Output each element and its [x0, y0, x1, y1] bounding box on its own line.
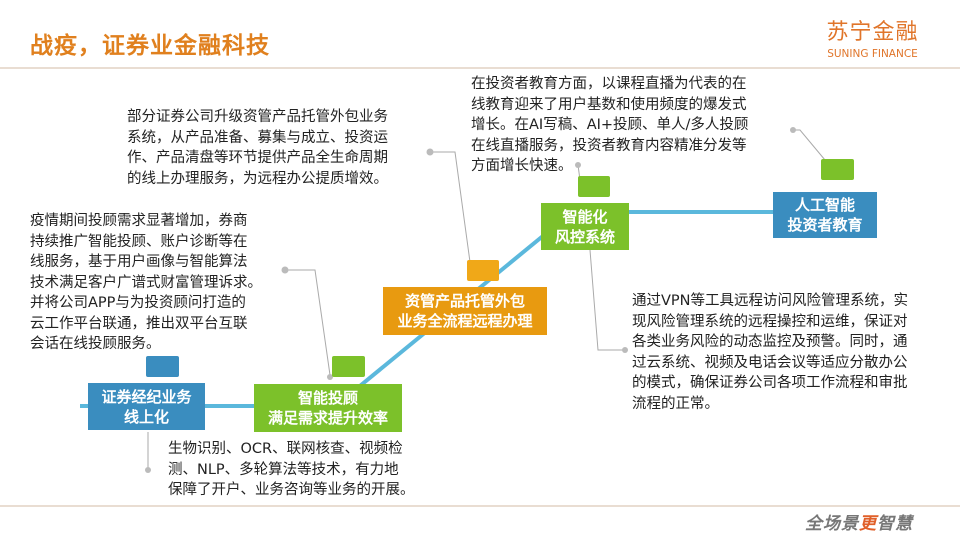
- text-line: 保障了开户、业务咨询等业务的开展。: [168, 482, 415, 498]
- node-label: 智能化: [562, 207, 608, 226]
- header-divider: [0, 67, 960, 69]
- text-line: 系统，从产品准备、募集与成立、投资运: [127, 129, 388, 146]
- text-right: 通过VPN等工具远程访问风险管理系统，实现风险管理系统的远程操控和运维，保证对各…: [632, 291, 908, 414]
- footer-slogan: 全场景更智慧: [805, 514, 913, 534]
- suning-finance-logo: 苏宁金融 SUNING FINANCE: [815, 14, 930, 60]
- text-line: 在投资者教育方面，以课程直播为代表的在: [471, 76, 747, 92]
- text-line: 云工作平台联通，推出双平台互联: [30, 315, 248, 332]
- logo-en: SUNING FINANCE: [827, 48, 918, 60]
- text-line: 各类业务风险的动态监控及预警。同时，通: [632, 334, 908, 350]
- text-line: 疫情期间投顾需求显著增加，券商: [30, 213, 248, 229]
- node-label: 投资者教育: [787, 216, 863, 234]
- text-line: 现风险管理系统的远程操控和运维，保证对: [632, 313, 908, 330]
- text-top-right: 在投资者教育方面，以课程直播为代表的在线教育迎来了用户基数和使用频度的爆发式增长…: [471, 74, 748, 177]
- callout-dots: [145, 127, 796, 473]
- text-line: 生物识别、OCR、联网核查、视频检: [168, 441, 403, 457]
- text-line: 在线直播服务，投资者教育内容精准分发等: [471, 137, 747, 154]
- node-label: 业务全流程远程办理: [397, 312, 533, 330]
- node-tab: [146, 356, 179, 377]
- node-tab: [578, 176, 610, 197]
- text-line: 增长。在AI写稿、AI+投顾、单人/多人投顾: [471, 117, 749, 133]
- node-tab: [821, 159, 854, 180]
- text-line: 持续推广智能投顾、账户诊断等在: [30, 233, 248, 250]
- text-left: 疫情期间投顾需求显著增加，券商持续推广智能投顾、账户诊断等在线服务，基于用户画像…: [30, 211, 262, 355]
- page-title: 战疫，证券业金融科技: [30, 33, 270, 59]
- node-label: 人工智能: [794, 196, 855, 214]
- footer-divider: [0, 505, 960, 507]
- text-line: 过云系统、视频及电话会议等适应分散办公: [632, 354, 908, 371]
- node-asset-custody: 资管产品托管外包业务全流程远程办理: [383, 287, 547, 335]
- node-investor-education: 人工智能投资者教育: [773, 192, 877, 238]
- logo-cn: 苏宁金融: [826, 20, 919, 45]
- text-line: 通过VPN等工具远程访问风险管理系统，实: [632, 293, 909, 309]
- node-brokerage-online: 证券经纪业务线上化: [88, 383, 205, 430]
- node-risk-control: 智能化风控系统: [541, 203, 629, 250]
- text-line: 会话在线投顾服务。: [30, 336, 161, 352]
- node-label: 智能投顾: [297, 389, 358, 407]
- node-label: 风控系统: [554, 227, 615, 246]
- text-line: 线服务，基于用户画像与智能算法: [30, 254, 248, 270]
- node-robo-advisor: 智能投顾满足需求提升效率: [254, 384, 402, 432]
- text-line: 流程的正常。: [632, 395, 719, 412]
- text-bottom: 生物识别、OCR、联网核查、视频检测、NLP、多轮算法等技术，有力地保障了开户、…: [168, 439, 415, 501]
- node-label: 资管产品托管外包: [404, 292, 525, 310]
- node-label: 证券经纪业务: [101, 387, 192, 406]
- node-tab: [467, 260, 499, 281]
- node-tab: [332, 356, 365, 377]
- text-line: 测、NLP、多轮算法等技术，有力地: [168, 461, 399, 478]
- text-line: 部分证券公司升级资管产品托管外包业务: [127, 109, 388, 125]
- node-label: 满足需求提升效率: [267, 409, 388, 427]
- text-top-center: 部分证券公司升级资管产品托管外包业务系统，从产品准备、募集与成立、投资运作、产品…: [127, 107, 388, 189]
- text-line: 的模式，确保证券公司各项工作流程和审批: [632, 375, 908, 391]
- text-line: 线教育迎来了用户基数和使用频度的爆发式: [471, 96, 747, 113]
- node-label: 线上化: [123, 407, 169, 426]
- text-line: 并将公司APP与为投资顾问打造的: [30, 295, 246, 311]
- text-line: 的线上办理服务，为远程办公提质增效。: [127, 170, 388, 187]
- text-line: 作、产品清盘等环节提供产品全生命周期: [127, 150, 388, 166]
- text-line: 技术满足客户广谱式财富管理诉求。: [30, 274, 262, 291]
- text-line: 方面增长快速。: [471, 158, 573, 174]
